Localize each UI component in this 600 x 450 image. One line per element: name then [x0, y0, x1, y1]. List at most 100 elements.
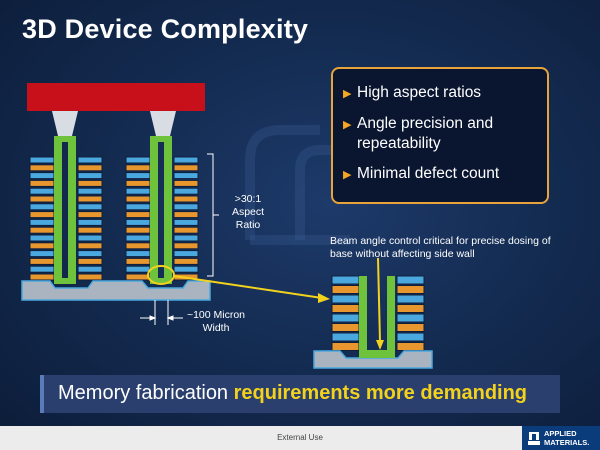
beam-nozzle-right	[150, 111, 176, 136]
device-layer	[173, 226, 199, 234]
device-layer	[173, 211, 199, 219]
callout-arrow-line	[173, 275, 323, 299]
device-layer	[29, 187, 55, 195]
device-layer	[125, 164, 151, 172]
device-layer	[29, 195, 55, 203]
triangle-right-icon: ▶	[343, 88, 352, 100]
aspect-ratio-label: >30:1 Aspect Ratio	[231, 193, 265, 231]
banner-plain-text: Memory fabrication	[58, 382, 234, 404]
device-layer	[77, 273, 103, 281]
bullet-item: ▶ Angle precision and repeatability	[343, 114, 537, 154]
device-layer	[125, 218, 151, 226]
device-layer	[125, 195, 151, 203]
device-layer	[77, 172, 103, 180]
device-layer	[29, 179, 55, 187]
width-marker	[140, 300, 183, 325]
device-layer	[77, 257, 103, 265]
device-layer	[125, 179, 151, 187]
device-layer	[125, 250, 151, 258]
substrate	[21, 280, 211, 301]
device-layer	[77, 203, 103, 211]
beam-nozzle-left	[52, 111, 78, 136]
device-layer	[396, 294, 425, 304]
banner-text: Memory fabrication requirements more dem…	[58, 382, 527, 405]
device-layer	[29, 211, 55, 219]
device-layer	[77, 218, 103, 226]
logo-text: APPLIED MATERIALS.	[544, 429, 590, 447]
device-layer	[77, 156, 103, 164]
triangle-right-icon: ▶	[343, 169, 352, 181]
bullet-item: ▶ High aspect ratios	[343, 83, 537, 104]
key-points-box: ▶ High aspect ratios ▶ Angle precision a…	[331, 67, 549, 204]
device-layer	[331, 294, 360, 304]
slide-title: 3D Device Complexity	[22, 14, 309, 44]
bullet-text: High aspect ratios	[357, 84, 482, 101]
bullet-text: Minimal defect count	[357, 165, 500, 182]
device-layer	[125, 172, 151, 180]
beam-arrow-line	[377, 257, 381, 343]
device-layer	[173, 234, 199, 242]
device-layer	[396, 285, 425, 294]
device-layer	[125, 242, 151, 250]
banner-highlight-text: requirements more demanding	[233, 382, 528, 404]
footer: External Use APPLIED MATERIALS.	[0, 426, 600, 450]
device-layer	[29, 203, 55, 211]
layer-stack-right	[125, 156, 199, 281]
beam-note: Beam angle control critical for precise …	[330, 235, 551, 260]
device-layer	[77, 250, 103, 258]
device-layer	[173, 265, 199, 273]
device-layer	[125, 156, 151, 164]
device-layer	[125, 203, 151, 211]
bullet-text: Angle precision and repeatability	[357, 115, 494, 152]
bullet-item: ▶ Minimal defect count	[343, 164, 537, 185]
device-layer	[77, 187, 103, 195]
detail-channel	[359, 276, 395, 358]
highlight-circle	[147, 265, 175, 285]
device-layer	[125, 187, 151, 195]
device-layer	[396, 332, 425, 342]
device-layer	[29, 265, 55, 273]
device-layer	[331, 323, 360, 332]
device-layer	[331, 342, 360, 351]
applied-materials-logo: APPLIED MATERIALS.	[522, 426, 600, 450]
mask-block	[27, 83, 205, 111]
device-layer	[173, 172, 199, 180]
device-layer	[77, 226, 103, 234]
aspect-ratio-bracket	[207, 153, 219, 277]
device-layer	[331, 332, 360, 342]
device-layer	[173, 257, 199, 265]
device-layer	[77, 211, 103, 219]
device-layer	[396, 342, 425, 351]
device-layer	[29, 234, 55, 242]
device-layer	[77, 242, 103, 250]
layer-stack-left	[29, 156, 103, 281]
device-layer	[125, 226, 151, 234]
device-layer	[331, 275, 360, 285]
device-layer	[29, 164, 55, 172]
device-layer	[77, 195, 103, 203]
device-layer	[29, 250, 55, 258]
device-layer	[29, 226, 55, 234]
logo-mark-icon	[528, 432, 540, 445]
device-layer	[173, 195, 199, 203]
device-layer	[125, 234, 151, 242]
device-layer	[331, 304, 360, 313]
device-layer	[29, 218, 55, 226]
device-layer	[29, 257, 55, 265]
classification-label: External Use	[277, 433, 323, 442]
device-layer	[396, 304, 425, 313]
callout-arrow-head	[318, 293, 330, 303]
device-layer	[77, 179, 103, 187]
device-layer	[173, 218, 199, 226]
width-label: ~100 Micron Width	[186, 309, 246, 334]
detail-substrate	[313, 350, 433, 369]
device-layer	[173, 164, 199, 172]
device-layer	[396, 323, 425, 332]
device-layer	[29, 172, 55, 180]
device-layer	[173, 242, 199, 250]
channel-right	[150, 136, 172, 284]
device-layer	[77, 265, 103, 273]
